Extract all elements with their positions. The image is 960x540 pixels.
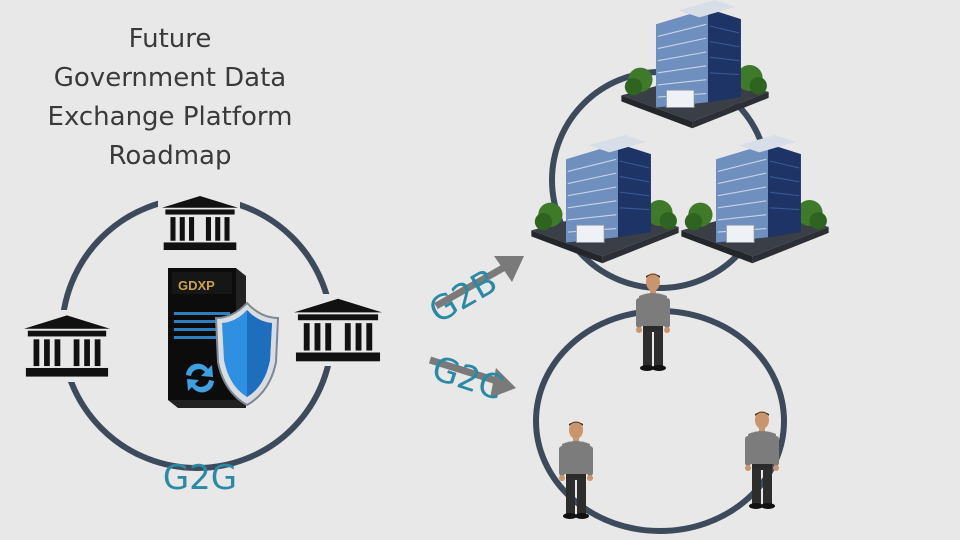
server-badge: GDXP: [178, 278, 215, 293]
government-building-icon: [158, 190, 240, 256]
security-shield-icon: [214, 301, 280, 407]
g2c-label: G2C: [427, 349, 508, 409]
diagram-title: Future Government Data Exchange Platform…: [20, 20, 320, 176]
title-line: Roadmap: [108, 141, 232, 171]
title-line: Government Data: [53, 63, 287, 93]
g2g-label: G2G: [163, 458, 237, 498]
government-building-icon: [290, 294, 386, 366]
office-tower-icon: [680, 135, 830, 264]
g2b-arrow: [434, 256, 524, 310]
title-line: Exchange Platform: [47, 102, 293, 132]
office-tower-icon: [620, 0, 770, 129]
g2c-arrow: [428, 356, 516, 398]
title-line: Future: [128, 24, 212, 54]
government-building-icon: [20, 310, 114, 382]
